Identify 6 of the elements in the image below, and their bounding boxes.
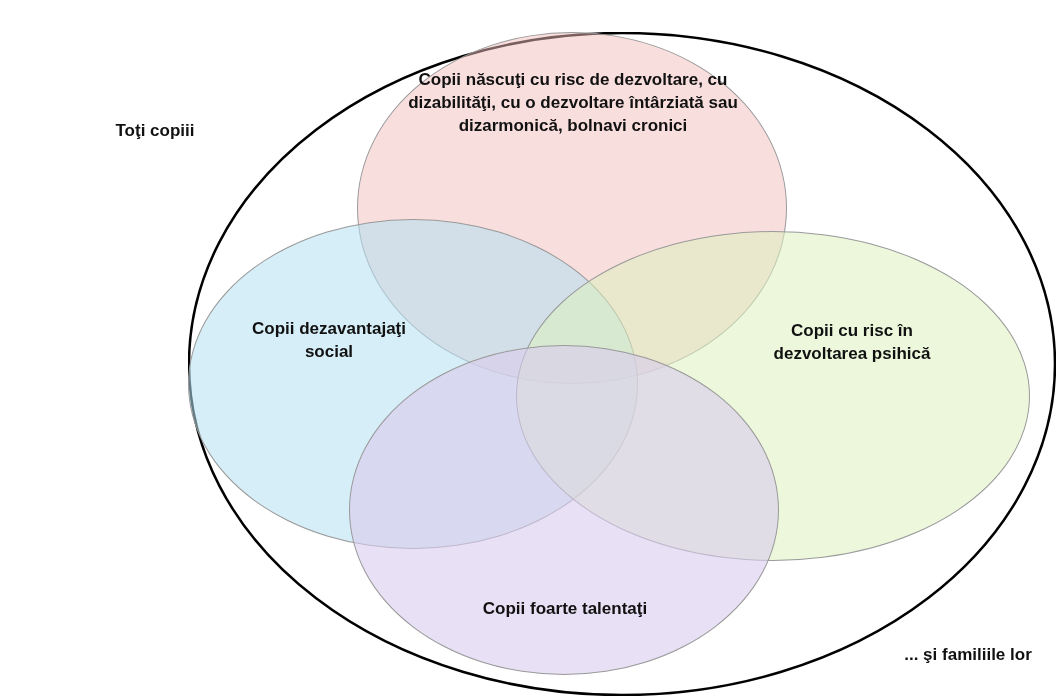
set-label: Toţi copiii [114,120,196,142]
set-label: ... şi familiile lor [903,644,1033,666]
circle-label: Copii cu risc în dezvoltarea psihică [772,320,932,365]
circle-label: Copii născuţi cu risc de dezvoltare, cu dizabilităţi, cu o dezvoltare întârziată sau dizarmonică, bolnavi cronici [407,69,739,137]
circle-label: Copii dezavantajaţi social [251,318,407,363]
circle-label: Copii foarte talentaţi [481,598,649,620]
